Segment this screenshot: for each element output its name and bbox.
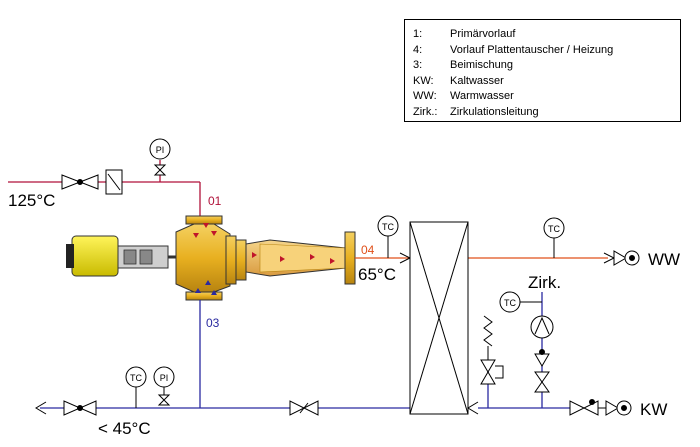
return-line [40, 300, 410, 409]
legend-row: 3: Beimischung [413, 58, 680, 74]
legend-text: Zirkulationsleitung [450, 105, 539, 118]
legend-text: Primärvorlauf [450, 28, 516, 40]
return-temp-label: < 45°C [98, 419, 151, 438]
legend-key: 3: [413, 59, 423, 71]
legend-key: Zirk.: [413, 105, 438, 118]
ww-tc-label: TC [548, 224, 560, 234]
legend-text: Kaltwasser [450, 74, 504, 87]
line-01-label: 01 [208, 194, 222, 208]
legend-key: 1: [413, 28, 423, 40]
legend-text: Beimischung [450, 59, 513, 71]
mixed-tc-label: TC [382, 222, 394, 232]
legend-row: 1: Primärvorlauf [413, 27, 680, 43]
legend-text: Vorlauf Plattentauscher / Heizung [450, 43, 614, 56]
mixing-valve-assembly [66, 215, 356, 301]
cold-water-label: KW [640, 400, 667, 419]
primary-gate-valve [61, 174, 99, 190]
warm-water-label: WW [648, 250, 680, 269]
legend-row: Zirk.: Zirkulationsleitung [413, 105, 680, 121]
return-pi-label: PI [160, 373, 169, 383]
mixed-temp-sensor: TC [377, 215, 399, 258]
primary-strainer [105, 169, 123, 195]
return-gate-valve [63, 400, 97, 416]
legend-key: KW: [413, 74, 434, 87]
primary-temp-label: 125°C [8, 191, 55, 210]
legend-box: 1: Primärvorlauf 4: Vorlauf Plattentausche… [404, 19, 681, 122]
primary-pi-label: PI [156, 145, 165, 155]
cold-water-gate-valve [569, 399, 599, 416]
line-03-label: 03 [206, 316, 220, 330]
legend-row: WW: Warmwasser [413, 89, 680, 105]
legend-row: KW: Kaltwasser [413, 74, 680, 90]
exchanger-return-arrow [467, 401, 479, 415]
return-outlet-arrow [35, 401, 47, 415]
legend-row: 4: Vorlauf Plattentauscher / Heizung [413, 43, 680, 59]
circulation-gate-valve [534, 371, 550, 393]
legend-text: Warmwasser [450, 90, 514, 102]
return-balancing-valve [289, 400, 319, 416]
ww-meter [613, 250, 640, 266]
kw-meter [605, 400, 632, 416]
legend-key: WW: [413, 90, 437, 102]
mix-temp-label: 65°C [358, 265, 396, 284]
circulation-pump [530, 315, 554, 339]
circulation-line [478, 292, 570, 409]
circulation-temp-sensor: TC [499, 291, 542, 313]
line-04-label: 04 [361, 243, 375, 257]
circulation-check-valve [534, 349, 550, 367]
zirk-tc-label: TC [504, 298, 516, 308]
return-tc-label: TC [130, 373, 142, 383]
return-pressure-gauge: PI [153, 366, 175, 406]
plate-heat-exchanger [409, 221, 469, 415]
warm-water-sensor: TC [543, 217, 565, 258]
primary-pressure-gauge: PI [149, 138, 171, 176]
safety-valve [480, 315, 504, 385]
legend-key: 4: [413, 43, 423, 56]
circulation-label: Zirk. [528, 273, 561, 292]
return-temp-sensor: TC [125, 366, 147, 408]
